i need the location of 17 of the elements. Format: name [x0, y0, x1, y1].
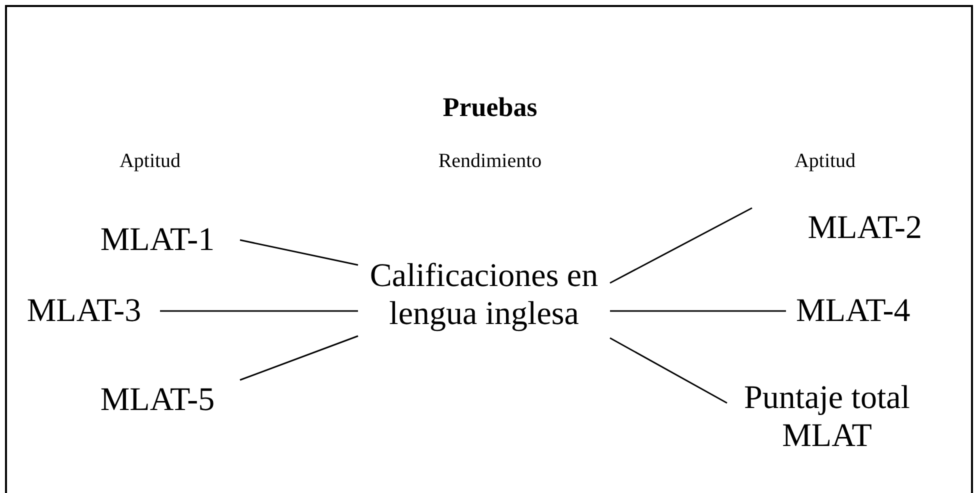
- connector-line: [160, 310, 358, 312]
- connector-line: [610, 207, 752, 284]
- node-text: Puntaje total MLAT: [743, 379, 911, 455]
- node-text: MLAT-2: [806, 209, 922, 247]
- node-text: MLAT-4: [796, 292, 912, 330]
- column-heading: Aptitud: [793, 150, 857, 173]
- column-heading: Rendimiento: [437, 150, 543, 173]
- connector-line: [240, 239, 358, 266]
- node-text: MLAT-5: [99, 381, 216, 419]
- connector-line: [610, 310, 786, 312]
- column-heading: Aptitud: [118, 150, 182, 173]
- connector-line: [610, 337, 728, 404]
- node-text: MLAT-3: [26, 292, 142, 330]
- connector-line: [240, 335, 358, 381]
- node-text: MLAT-1: [99, 221, 216, 259]
- node-text: Calificaciones en lengua inglesa: [368, 257, 600, 333]
- diagram-title: Pruebas: [442, 92, 538, 123]
